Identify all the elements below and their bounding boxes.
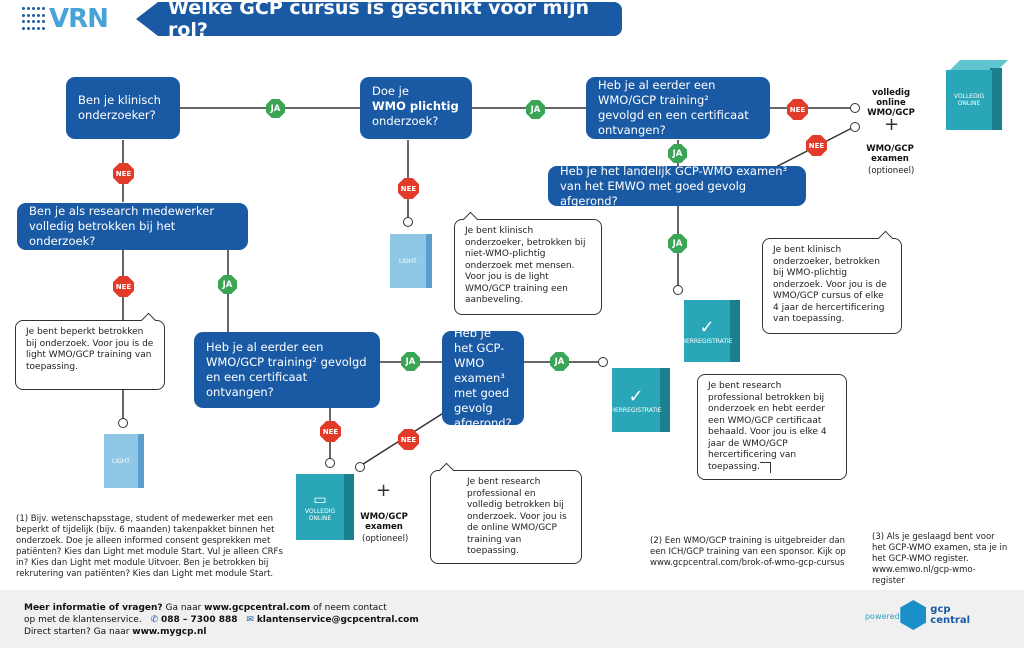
- footer-start-link[interactable]: www.mygcp.nl: [132, 627, 207, 637]
- gcp-logo-icon: [900, 600, 927, 630]
- product-light-top: LIGHT: [390, 228, 434, 288]
- footer-start: Direct starten? Ga naar: [24, 627, 133, 637]
- footer-phone[interactable]: 088 – 7300 888: [160, 615, 238, 625]
- badge-nee: NEE: [398, 178, 419, 199]
- footnote-3: (3) Als je geslaagd bent voor het GCP-WM…: [872, 532, 1008, 586]
- info-non-wmo: Je bent klinisch onderzoeker, betrokken …: [454, 219, 602, 315]
- clipboard-icon: ✓: [699, 317, 715, 338]
- endpoint-circle: [118, 418, 128, 428]
- plus-sign: +: [884, 114, 900, 135]
- product-herregistratie-bottom: ✓HERREGISTRATIE: [610, 360, 672, 432]
- footnote-2: (2) Een WMO/GCP training is uitgebreider…: [650, 536, 846, 568]
- footer-more-info: Meer informatie of vragen?: [24, 603, 163, 613]
- badge-nee: NEE: [398, 429, 419, 450]
- page-title: Welke GCP cursus is geschikt voor mijn r…: [136, 2, 622, 36]
- brand-line2: central: [930, 615, 970, 626]
- mail-icon: ✉: [246, 615, 254, 625]
- q2-bold: WMO plichtig: [372, 99, 459, 113]
- footer-service: op met de klantenservice.: [24, 615, 142, 625]
- label-exam-bottom: WMO/GCP examen: [360, 512, 408, 532]
- label-online-top: volledig online WMO/GCP: [867, 88, 915, 118]
- vrn-logo: VRN: [22, 4, 109, 34]
- clipboard-icon: ✓: [628, 386, 644, 407]
- endpoint-circle: [673, 285, 683, 295]
- question-previous-training-bottom: Heb je al eerder een WMO/GCP training² g…: [194, 332, 380, 408]
- badge-ja: JA: [526, 100, 545, 119]
- footer-contact-text: of neem contact: [310, 603, 387, 613]
- box-label: HERREGISTRATIE: [610, 407, 662, 414]
- footer-contact: Meer informatie of vragen? Ga naar www.g…: [24, 602, 419, 638]
- endpoint-circle: [403, 217, 413, 227]
- q2-prefix: Doe je: [372, 84, 409, 98]
- footer-site-link[interactable]: www.gcpcentral.com: [204, 603, 311, 613]
- powered-by: powered by:: [864, 612, 914, 621]
- box-label: LIGHT: [399, 257, 417, 265]
- footnote-1: (1) Bijv. wetenschapsstage, student of m…: [16, 514, 283, 579]
- badge-ja: JA: [266, 99, 285, 118]
- box-label: HERREGISTRATIE: [681, 338, 733, 345]
- endpoint-circle: [598, 357, 608, 367]
- endpoint-circle: [850, 122, 860, 132]
- box-label: LIGHT: [112, 457, 130, 465]
- question-clinical-researcher: Ben je klinisch onderzoeker?: [66, 77, 180, 139]
- badge-ja: JA: [550, 352, 569, 371]
- label-exam-top: WMO/GCP examen: [866, 144, 914, 164]
- question-previous-training-top: Heb je al eerder een WMO/GCP training² g…: [586, 77, 770, 139]
- badge-ja: JA: [401, 352, 420, 371]
- product-online-top: VOLLEDIG ONLINE: [946, 60, 1008, 130]
- badge-ja: JA: [668, 234, 687, 253]
- footer-goto: Ga naar: [162, 603, 205, 613]
- badge-nee: NEE: [113, 163, 134, 184]
- footer-email[interactable]: klantenservice@gcpcentral.com: [256, 615, 419, 625]
- endpoint-circle: [850, 103, 860, 113]
- question-wmo-required: Doe je WMO plichtig onderzoek?: [360, 77, 472, 139]
- info-online-training: Je bent research professional en volledi…: [430, 470, 582, 564]
- brand-line1: gcp: [930, 604, 951, 615]
- phone-icon: ✆: [150, 615, 159, 625]
- label-optional-top: (optioneel): [868, 166, 915, 176]
- box-label: VOLLEDIG ONLINE: [953, 93, 985, 107]
- logo-dots-icon: [22, 7, 46, 31]
- question-exam-bottom: Heb je het GCP-WMO examen³ met goed gevo…: [442, 326, 524, 430]
- question-exam-top: Heb je het landelijk GCP-WMO examen³ van…: [548, 164, 806, 208]
- badge-nee: NEE: [806, 135, 827, 156]
- badge-ja: JA: [668, 144, 687, 163]
- info-limited-involvement: Je bent beperkt betrokken bij onderzoek.…: [15, 320, 165, 390]
- label-optional-bottom: (optioneel): [362, 534, 409, 544]
- badge-nee: NEE: [113, 276, 134, 297]
- gcp-central-logo: gcp central: [900, 600, 970, 630]
- badge-nee: NEE: [320, 421, 341, 442]
- info-wmo-clinical: Je bent klinisch onderzoeker, betrokken …: [762, 238, 902, 334]
- info-recertification: Je bent research professional betrokken …: [697, 374, 847, 480]
- logo-text: VRN: [49, 4, 109, 34]
- box-label: VOLLEDIG ONLINE: [304, 508, 336, 522]
- endpoint-circle: [355, 462, 365, 472]
- badge-ja: JA: [218, 275, 237, 294]
- question-research-employee: Ben je als research medewerker volledig …: [17, 203, 248, 250]
- product-online-bottom: ▭VOLLEDIG ONLINE: [296, 466, 356, 540]
- badge-nee: NEE: [787, 99, 808, 120]
- monitor-icon: ▭: [313, 492, 327, 508]
- product-herregistratie-top: ✓HERREGISTRATIE: [681, 292, 742, 362]
- q2-suffix: onderzoek?: [372, 114, 439, 128]
- plus-sign: +: [376, 480, 392, 501]
- endpoint-circle: [325, 458, 335, 468]
- footer: Meer informatie of vragen? Ga naar www.g…: [0, 590, 1024, 648]
- product-light-bottom: LIGHT: [104, 428, 146, 488]
